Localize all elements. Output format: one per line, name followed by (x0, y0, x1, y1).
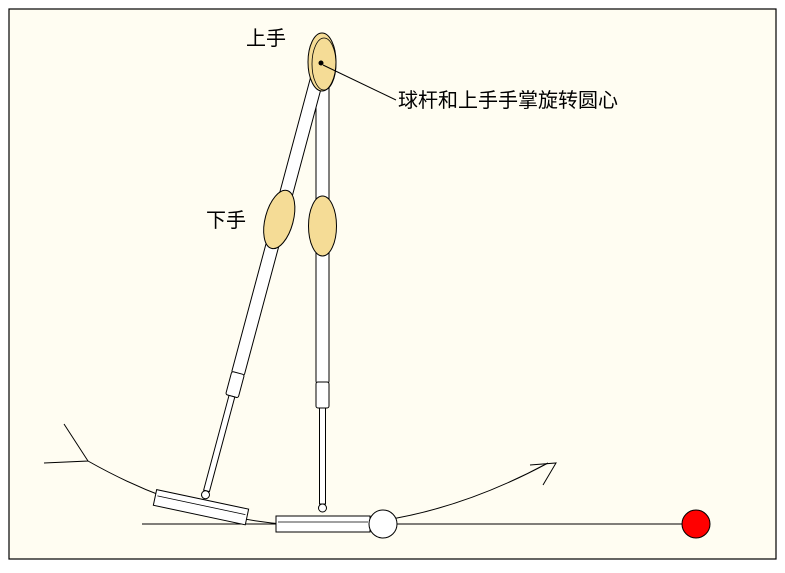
putter-head-tilted-group (152, 489, 250, 526)
arc-arrowhead (529, 462, 557, 486)
pivot-center-dot (318, 60, 324, 66)
putter-vertical (275, 59, 371, 533)
target-ball (681, 509, 711, 539)
upper-hand-back (311, 37, 337, 91)
hosel-tilted (200, 490, 210, 500)
putter-head-vertical (275, 515, 371, 533)
diagram-background (8, 8, 777, 560)
putter-head-face-tilted (157, 495, 246, 515)
arc-tail-mark (43, 423, 89, 464)
shaft-vertical (319, 407, 326, 505)
label-lower-hand: 下手 (206, 208, 246, 232)
golf-ball (368, 509, 398, 539)
putter-tilted (200, 58, 329, 500)
label-pivot-center: 球杆和上手手掌旋转圆心 (398, 88, 618, 112)
lower-hand-tilted (263, 189, 296, 250)
label-upper-hand: 上手 (246, 26, 286, 50)
pivot-leader-line (322, 64, 397, 101)
hosel-vertical (318, 503, 327, 513)
putter-head-tilted (152, 489, 250, 526)
ferrule-vertical (315, 381, 330, 409)
lower-hand-vertical (308, 195, 337, 257)
